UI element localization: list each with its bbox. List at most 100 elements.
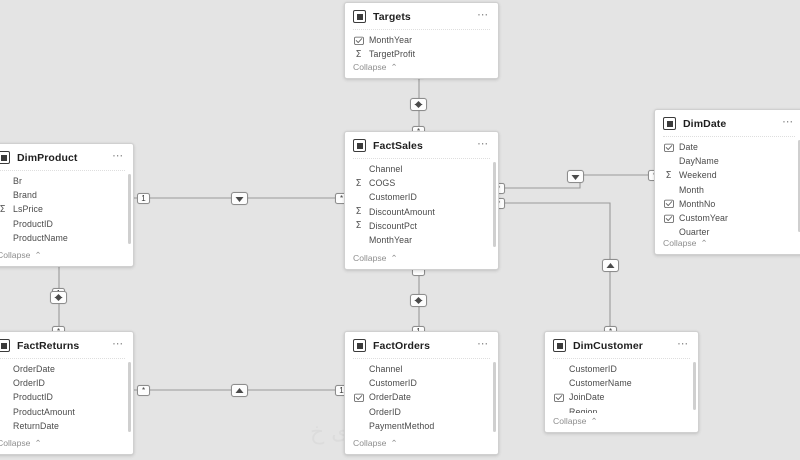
field-row[interactable]: CustomerName [545,376,698,390]
field-row[interactable]: JoinDate [545,390,698,404]
field-name: MonthNo [679,198,716,209]
collapse-button[interactable]: Collapse⌃ [0,435,133,454]
field-row[interactable]: OrderDate [0,362,133,376]
field-row[interactable]: ProductAmount [0,405,133,419]
more-options-icon[interactable]: ⋯ [477,138,489,150]
field-name: DiscountPct [369,220,418,231]
table-title: FactOrders [373,339,431,352]
table-header[interactable]: DimCustomer⋯ [545,332,698,358]
field-row[interactable]: Brand [0,188,133,202]
field-row[interactable]: ProductName [0,231,133,245]
field-name: CustomerName [569,378,632,389]
table-header[interactable]: DimDate⋯ [655,110,800,136]
collapse-label: Collapse [663,238,697,248]
table-header[interactable]: FactOrders ⋯ [345,332,498,358]
field-row[interactable]: ShipDate [345,433,498,435]
field-row[interactable]: MonthYear [345,33,498,47]
collapse-button[interactable]: Collapse⌃ [345,250,498,269]
field-row[interactable]: OrderID [345,405,498,419]
field-row[interactable]: OrderDate [345,247,498,250]
field-row[interactable]: OrderID [0,376,133,390]
field-name: DayName [679,156,719,167]
field-row[interactable]: ProductID [0,390,133,404]
field-row[interactable]: PaymentMethod [345,419,498,433]
table-header[interactable]: FactReturns⋯ [0,332,133,358]
sigma-icon: Σ [0,203,6,215]
arrow-factsales-factorders[interactable] [410,294,427,307]
field-row[interactable]: Region [545,405,698,413]
field-row[interactable]: ProductID [0,217,133,231]
field-row[interactable]: CustomerID [545,362,698,376]
more-options-icon[interactable]: ⋯ [677,338,689,350]
field-row[interactable]: CustomerID [345,190,498,204]
field-row[interactable]: MonthYear [345,233,498,247]
field-row[interactable]: OrderDate [345,390,498,404]
arrow-factsales-dimcustomer[interactable] [602,259,619,272]
field-row[interactable]: Channel [345,362,498,376]
field-list-scrollbar[interactable] [797,140,800,232]
field-list-scrollbar[interactable] [492,162,496,247]
more-options-icon[interactable]: ⋯ [477,338,489,350]
table-header[interactable]: FactSales⋯ [345,132,498,158]
more-options-icon[interactable]: ⋯ [782,116,794,128]
arrow-factreturns-factorders[interactable] [231,384,248,397]
field-row[interactable]: Quarter [655,225,800,235]
field-list-scrollbar[interactable] [127,362,131,432]
field-row[interactable]: ReturnID [0,433,133,435]
collapse-button[interactable]: Collapse⌃ [545,413,698,432]
field-name: Region [569,406,598,413]
field-name: OrderDate [369,392,411,403]
more-options-icon[interactable]: ⋯ [112,150,124,162]
more-options-icon[interactable]: ⋯ [477,9,489,21]
field-row[interactable]: Month [655,183,800,197]
collapse-label: Collapse [0,250,31,260]
field-row[interactable]: ReturnDate [0,419,133,433]
arrow-dimproduct-factreturns[interactable] [50,291,67,304]
collapse-button[interactable]: Collapse⌃ [655,235,800,254]
collapse-button[interactable]: Collapse⌃ [345,435,498,454]
field-row[interactable]: Channel [345,162,498,176]
arrow-targets-factsales[interactable] [410,98,427,111]
field-name: ProductID [13,392,54,403]
field-row[interactable]: ΣStandardCost [0,245,133,247]
field-row[interactable]: CustomerID [345,376,498,390]
arrow-dimproduct-factsales[interactable] [231,192,248,205]
collapse-label: Collapse [553,416,587,426]
table-header[interactable]: Targets⋯ [345,3,498,29]
field-name: OrderID [13,378,45,389]
field-list-scrollbar[interactable] [127,174,131,244]
field-list-scrollbar[interactable] [492,362,496,432]
table-header[interactable]: DimProduct⋯ [0,144,133,170]
field-row[interactable]: Br [0,174,133,188]
collapse-button[interactable]: Collapse⌃ [345,59,498,78]
field-row[interactable]: CustomYear [655,211,800,225]
field-row[interactable]: MonthNo [655,197,800,211]
field-row[interactable]: Date [655,140,800,154]
table-icon [353,339,366,352]
port-factreturns-right[interactable]: * [137,385,150,396]
port-dimproduct-right[interactable]: 1 [137,193,150,204]
more-options-icon[interactable]: ⋯ [112,338,124,350]
table-card-targets[interactable]: Targets⋯MonthYearΣTargetProfitΣTargetSal… [344,2,499,79]
collapse-button[interactable]: Collapse⌃ [0,247,133,266]
field-list-scrollbar[interactable] [692,362,696,410]
field-row[interactable]: DayName [655,154,800,168]
arrow-factsales-dimdate[interactable] [567,170,584,183]
